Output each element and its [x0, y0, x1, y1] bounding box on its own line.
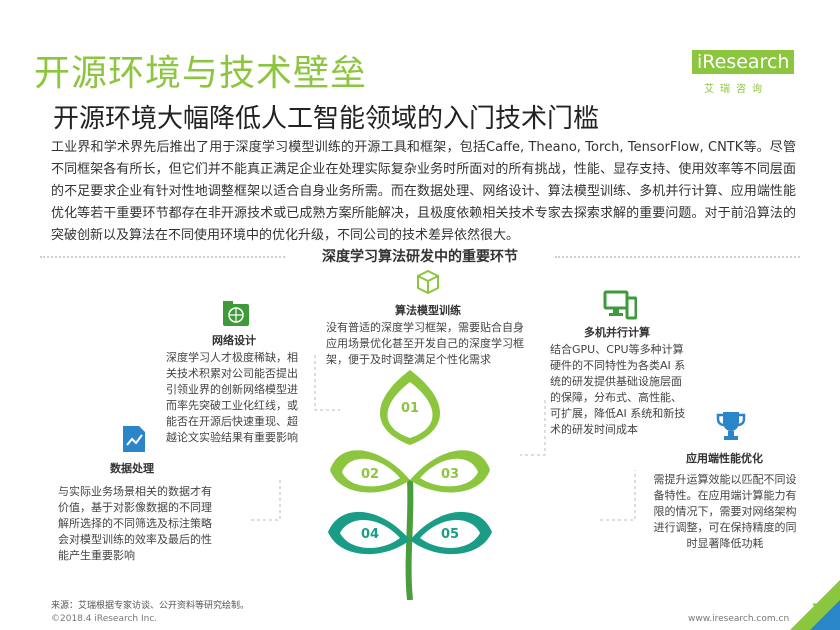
- divider-left: [40, 256, 285, 258]
- item-desc-optimization: 需提升运算效能以匹配不同设备特性。在应用端计算能力有限的情况下，需要对网络架构进…: [653, 473, 797, 550]
- item-title-data: 数据处理: [110, 462, 154, 475]
- footer-url: www.iresearch.com.cn: [688, 614, 790, 624]
- section-title: 深度学习算法研发中的重要环节: [322, 249, 518, 265]
- process-diagram: 01 02 03 04 05: [328, 370, 492, 600]
- logo-brand: iResearch: [692, 50, 795, 74]
- item-title-network: 网络设计: [212, 334, 256, 347]
- petal-number-05: 05: [441, 527, 459, 542]
- item-desc-training: 没有普适的深度学习框架，需要贴合自身应用场景优化甚至开发自己的深度学习框架，便于…: [326, 321, 524, 366]
- globe-icon: [223, 301, 249, 326]
- devices-icon: [603, 290, 637, 320]
- chart-icon: [123, 426, 145, 452]
- divider-right: [555, 256, 800, 258]
- iresearch-logo: iResearch 艾瑞咨询: [688, 44, 800, 96]
- item-desc-parallel: 结合GPU、CPU等多种计算硬件的不同特性为各类AI 系统的研发提供基础设施层面…: [550, 343, 686, 436]
- petal-number-01: 01: [401, 401, 419, 416]
- petal-number-04: 04: [361, 527, 379, 542]
- item-title-optimization: 应用端性能优化: [686, 452, 763, 465]
- petal-number-02: 02: [361, 467, 379, 482]
- petal-01: [380, 370, 440, 445]
- page-subtitle: 开源环境大幅降低人工智能领域的入门技术门槛: [53, 104, 600, 134]
- item-title-parallel: 多机并行计算: [584, 326, 650, 339]
- cube-icon: [417, 269, 439, 295]
- petal-03: [410, 450, 490, 493]
- footer-copyright: ©2018.4 iResearch Inc.: [51, 614, 158, 624]
- item-title-training: 算法模型训练: [395, 304, 461, 317]
- petal-02: [330, 450, 410, 493]
- trophy-icon: [716, 412, 746, 440]
- logo-cn-brand: 艾瑞咨询: [704, 84, 768, 95]
- petal-04: [328, 511, 410, 555]
- corner-decoration: [790, 580, 840, 630]
- page-title: 开源环境与技术壁垒: [34, 53, 368, 94]
- page-number: 7: [812, 602, 822, 618]
- intro-paragraph: 工业界和学术界先后推出了用于深度学习模型训练的开源工具和框架，包括Caffe, …: [51, 140, 796, 243]
- footer-source: 来源：艾瑞根据专家访谈、公开资料等研究绘制。: [51, 601, 250, 611]
- petal-number-03: 03: [441, 467, 459, 482]
- item-desc-network: 深度学习人才极度稀缺，相关技术积累对公司能否提出引领业界的创新网络模型进而率先突…: [166, 351, 298, 444]
- item-desc-data: 与实际业务场景相关的数据才有价值，基于对影像数据的不同理解所选择的不同筛选及标注…: [58, 485, 212, 562]
- petal-05: [410, 511, 492, 555]
